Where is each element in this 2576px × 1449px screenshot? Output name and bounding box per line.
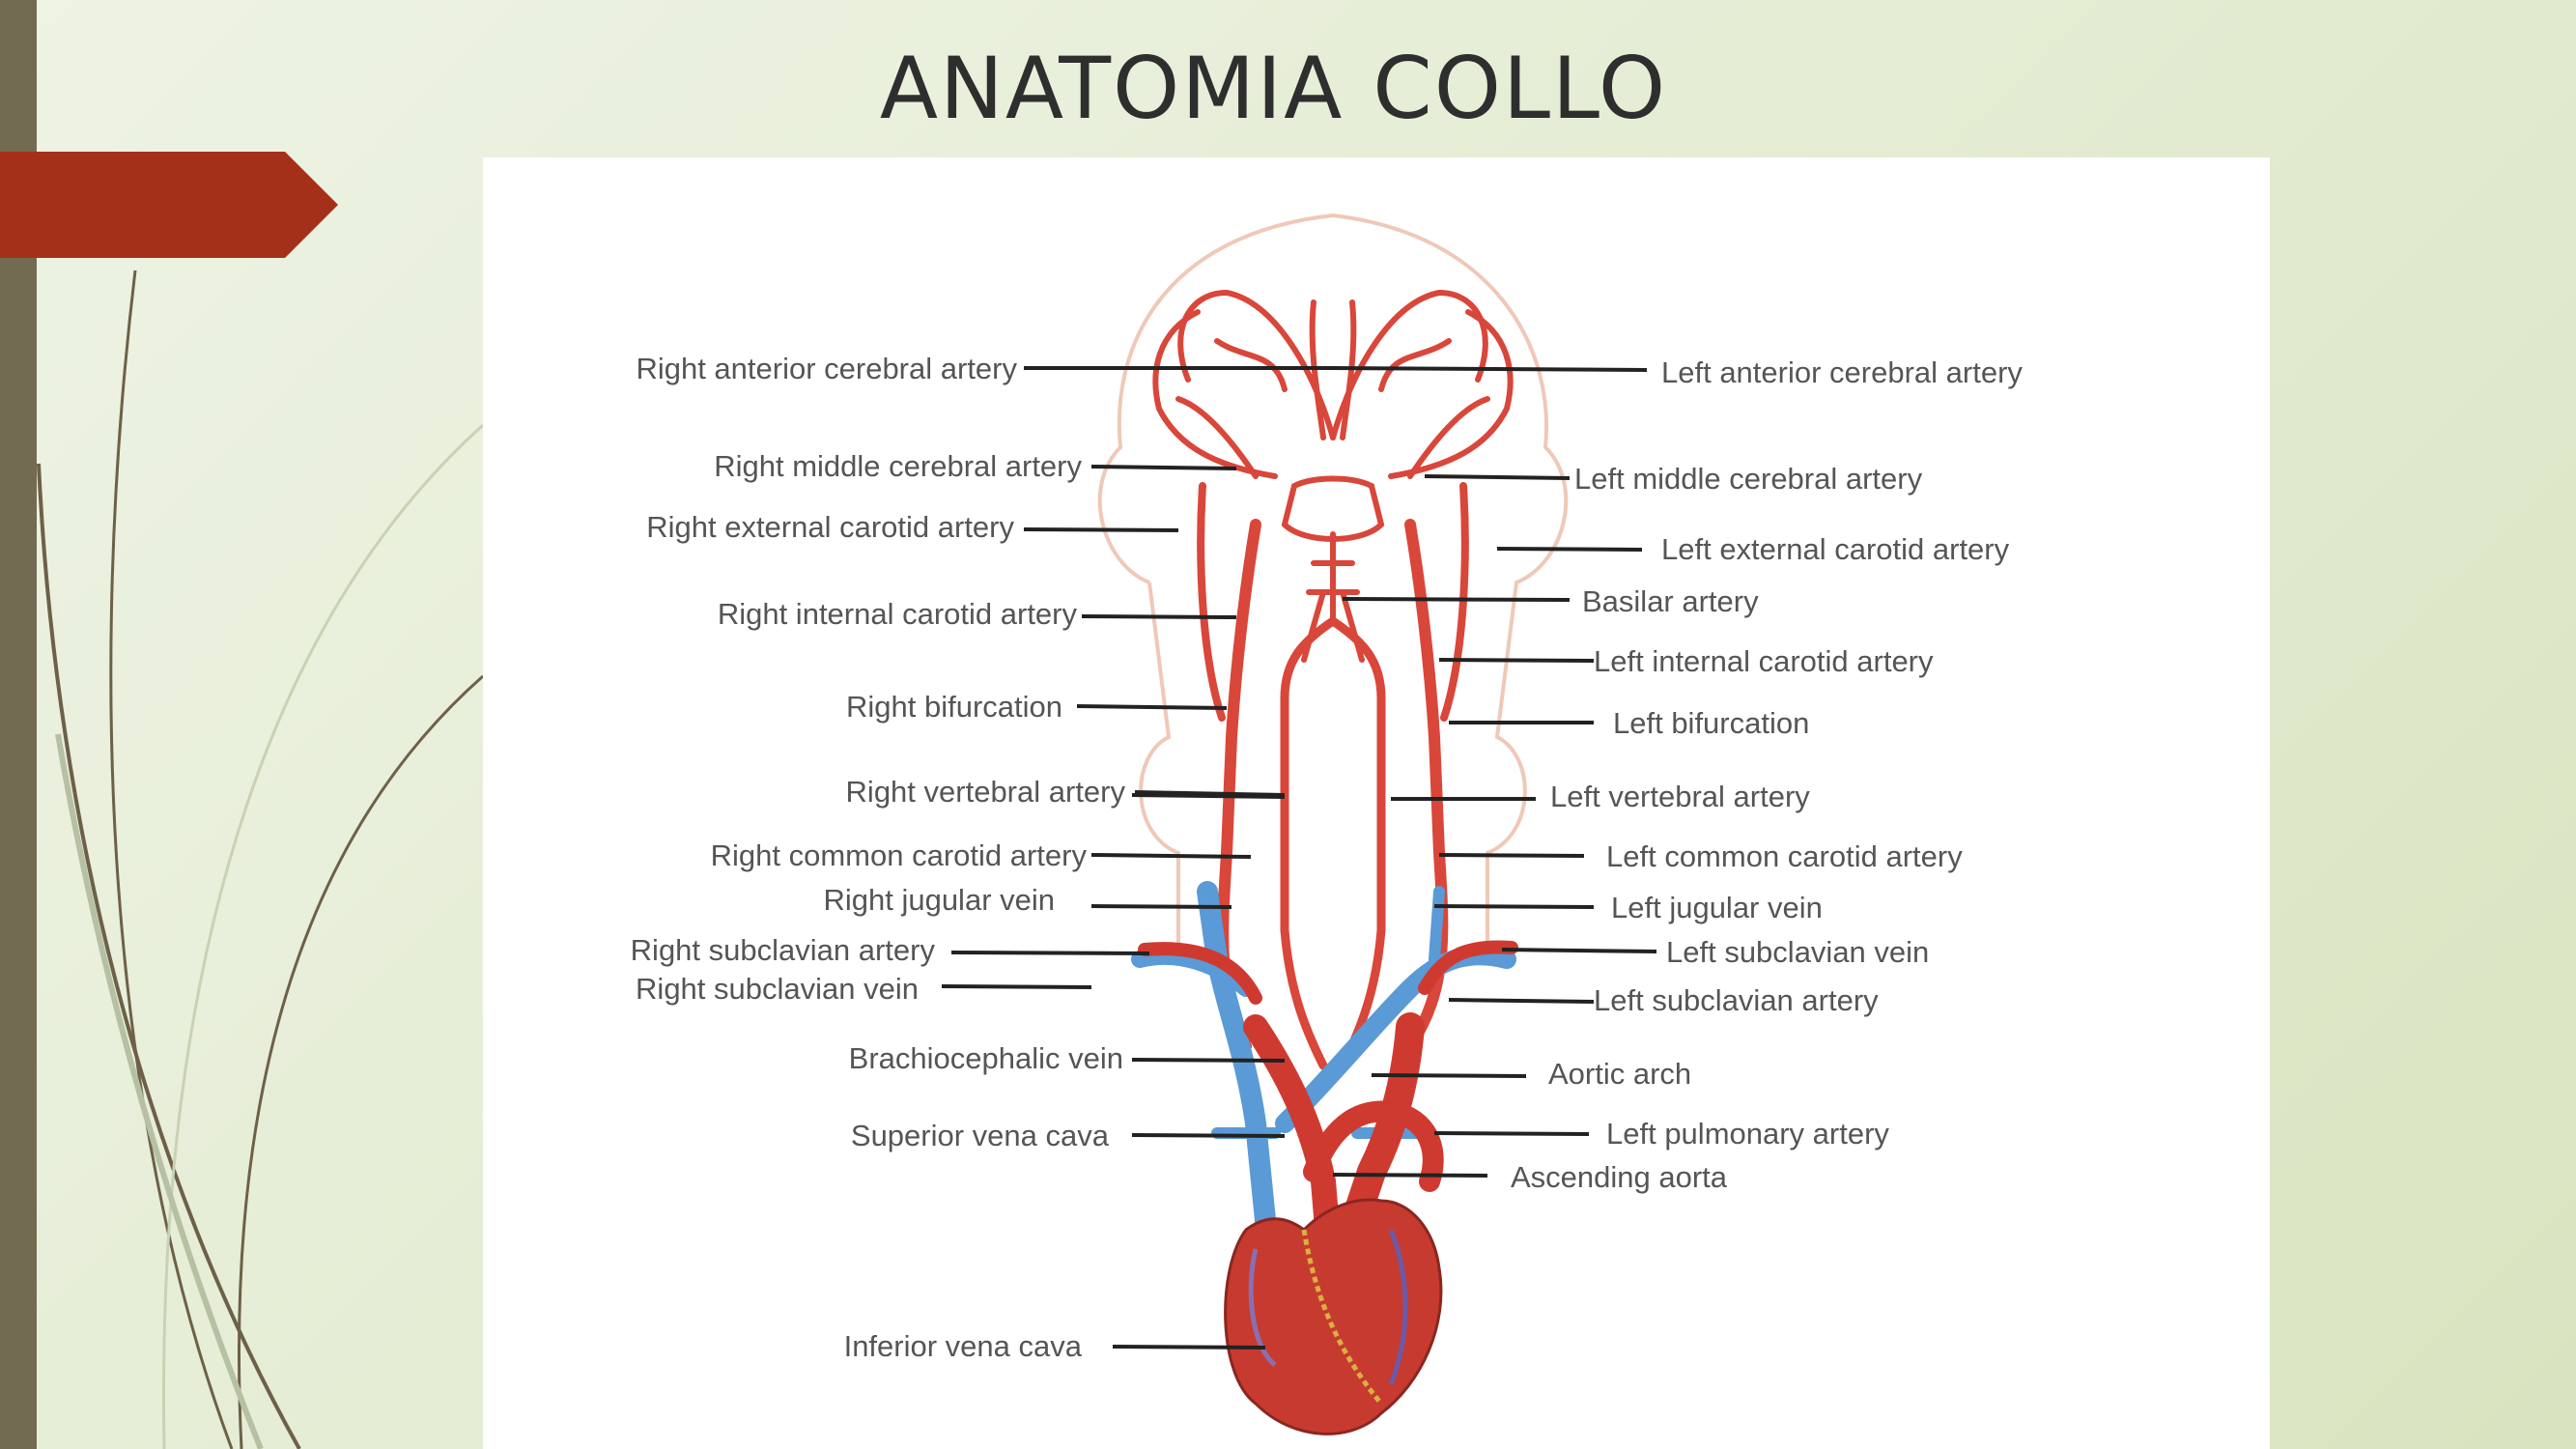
slide-title: ANATOMIA COLLO	[0, 39, 2576, 138]
label-left-internal-carotid-artery: Left internal carotid artery	[1594, 644, 1934, 678]
label-left-subclavian-artery: Left subclavian artery	[1594, 983, 1879, 1017]
label-superior-vena-cava: Superior vena cava	[851, 1119, 1110, 1152]
label-ascending-aorta: Ascending aorta	[1511, 1160, 1728, 1194]
label-left-common-carotid-artery: Left common carotid artery	[1606, 839, 1963, 873]
label-left-subclavian-vein: Left subclavian vein	[1666, 935, 1929, 969]
label-left-bifurcation: Left bifurcation	[1613, 706, 1809, 740]
label-basilar-artery: Basilar artery	[1582, 584, 1759, 618]
slide-title-text: ANATOMIA COLLO	[879, 39, 1668, 138]
decorative-curves	[37, 270, 485, 1449]
label-right-external-carotid-artery: Right external carotid artery	[646, 510, 1014, 544]
title-accent-arrow	[0, 152, 338, 258]
label-right-internal-carotid-artery: Right internal carotid artery	[718, 597, 1078, 631]
label-right-anterior-cerebral-artery: Right anterior cerebral artery	[636, 352, 1017, 385]
label-left-anterior-cerebral-artery: Left anterior cerebral artery	[1661, 355, 2023, 389]
label-right-vertebral-artery: Right vertebral artery	[846, 775, 1126, 809]
label-left-middle-cerebral-artery: Left middle cerebral artery	[1574, 462, 1923, 496]
label-inferior-vena-cava: Inferior vena cava	[844, 1329, 1083, 1363]
aorta-icon	[1138, 940, 1518, 1252]
label-left-vertebral-artery: Left vertebral artery	[1550, 780, 1810, 813]
label-left-pulmonary-artery: Left pulmonary artery	[1606, 1117, 1889, 1151]
label-right-jugular-vein: Right jugular vein	[823, 883, 1055, 917]
neck-anatomy-diagram: Right anterior cerebral artery Right mid…	[631, 213, 2023, 1435]
label-right-middle-cerebral-artery: Right middle cerebral artery	[714, 449, 1082, 483]
leader-lines	[941, 366, 1657, 1350]
label-brachiocephalic-vein: Brachiocephalic vein	[849, 1041, 1123, 1075]
label-left-jugular-vein: Left jugular vein	[1611, 891, 1823, 924]
label-right-common-carotid-artery: Right common carotid artery	[711, 838, 1088, 872]
label-right-bifurcation: Right bifurcation	[846, 690, 1062, 724]
label-right-subclavian-artery: Right subclavian artery	[631, 933, 936, 967]
cerebral-arteries-icon	[1152, 289, 1514, 624]
label-aortic-arch: Aortic arch	[1548, 1057, 1691, 1091]
label-right-subclavian-vein: Right subclavian vein	[636, 972, 919, 1006]
label-left-external-carotid-artery: Left external carotid artery	[1661, 532, 2010, 566]
heart-icon	[1224, 1198, 1443, 1435]
